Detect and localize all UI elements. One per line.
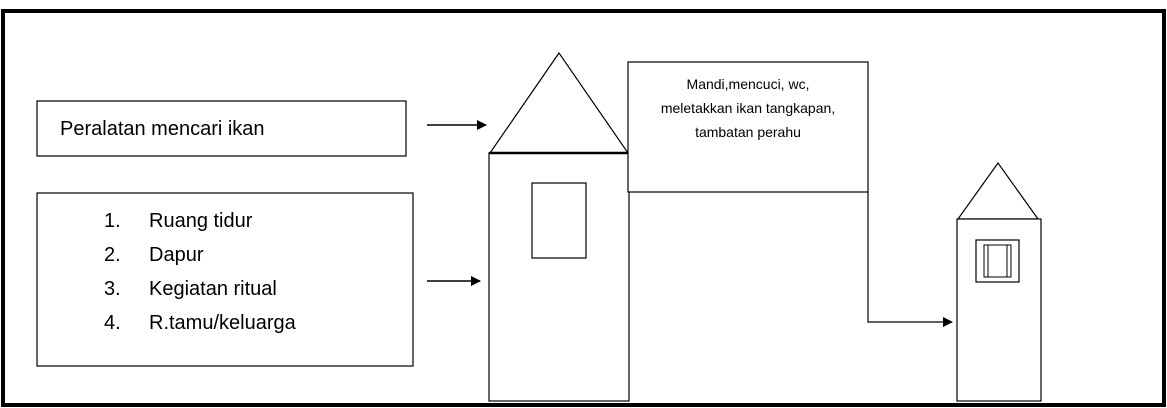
room-list-label: R.tamu/keluarga — [149, 312, 296, 334]
small-house-roof — [956, 161, 1040, 220]
activities-line: Mandi,mencuci, wc, — [686, 76, 810, 92]
room-list-label: Kegiatan ritual — [149, 278, 277, 300]
room-list-item: 2. Dapur — [104, 244, 203, 267]
small-house-window — [975, 239, 1020, 283]
equipment-label: Peralatan mencari ikan — [60, 118, 265, 140]
room-list-label: Ruang tidur — [149, 210, 253, 232]
activities-line: tambatan perahu — [695, 124, 801, 140]
room-list-item: 1. Ruang tidur — [104, 210, 252, 233]
main-house-roof — [488, 51, 630, 154]
room-list-item: 3. Kegiatan ritual — [104, 278, 277, 301]
room-list-item: 4. R.tamu/keluarga — [104, 312, 296, 335]
room-list-number: 2. — [104, 244, 121, 266]
rooms-box — [36, 192, 414, 367]
small-house-window-inner — [983, 244, 1012, 278]
activities-label: Mandi,mencuci, wc, meletakkan ikan tangk… — [628, 72, 868, 144]
activities-box — [627, 61, 869, 193]
room-list-number: 3. — [104, 278, 121, 300]
outer-border — [1, 9, 1166, 407]
main-house-window — [531, 182, 587, 259]
room-list-number: 4. — [104, 312, 121, 334]
room-list-number: 1. — [104, 210, 121, 232]
activities-line: meletakkan ikan tangkapan, — [660, 100, 836, 116]
connector-activities-to-small-house — [867, 192, 953, 327]
room-list-label: Dapur — [149, 244, 204, 266]
equipment-box — [36, 100, 407, 157]
